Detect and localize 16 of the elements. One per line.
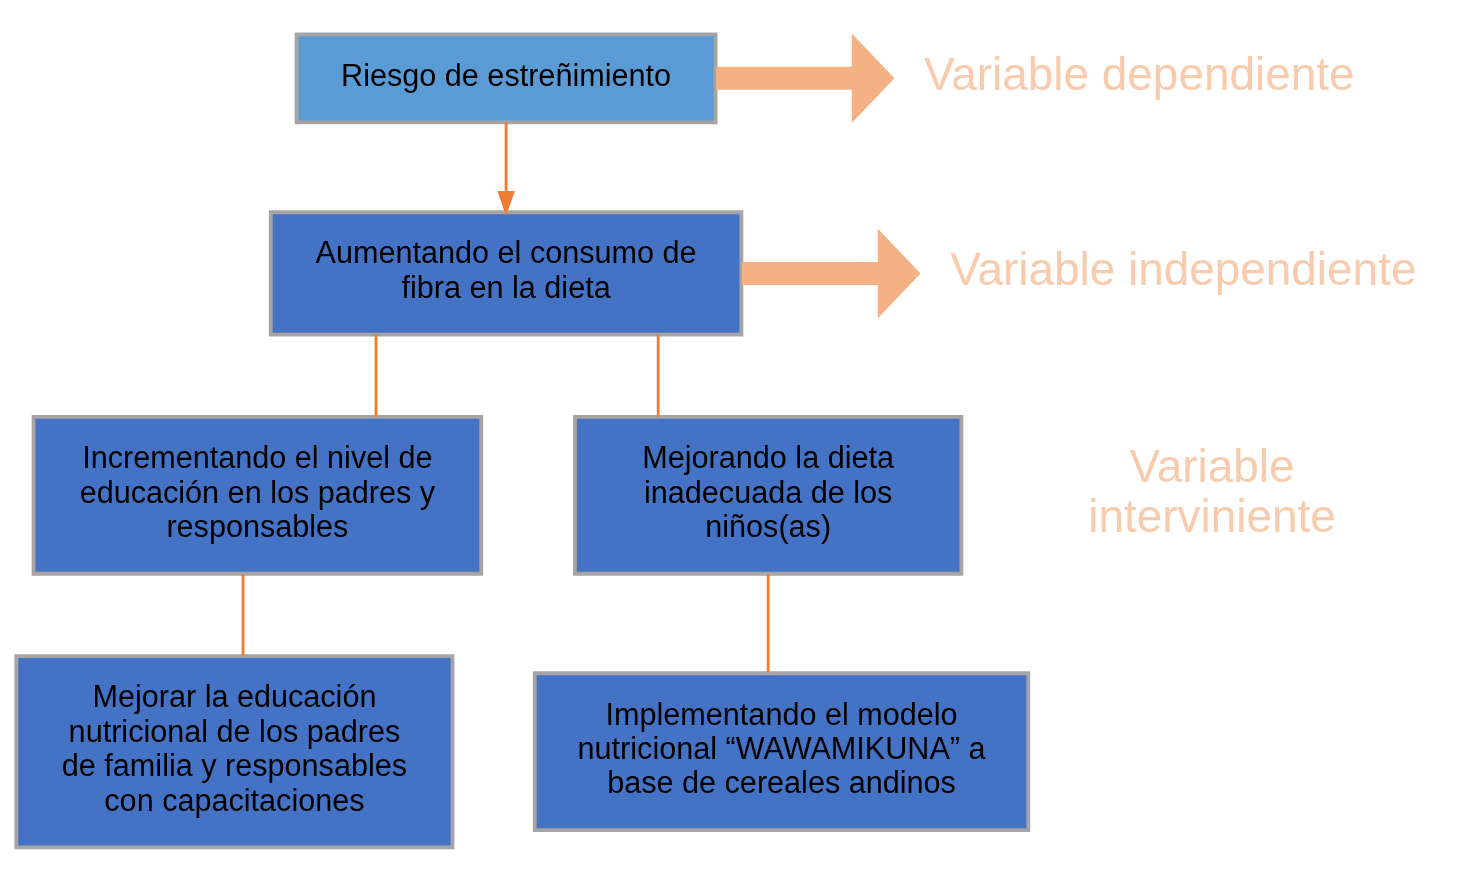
node-box: Implementando el modelo nutricional “WAWAMIKUNA” a base de cereales andinos (532, 670, 1031, 832)
node-box: Mejorando la dieta inadecuada de los niños(as) (573, 414, 964, 576)
label: Variable interviniente (1088, 439, 1336, 542)
node-box: Incrementando el nivel de educación en los padres y responsables (31, 414, 484, 576)
connector (374, 334, 378, 417)
node-text: Variable independiente (950, 242, 1417, 295)
connector (241, 573, 245, 655)
node-text: Variable dependiente (924, 47, 1355, 100)
connector (656, 334, 660, 417)
connector (766, 573, 770, 672)
arrow (742, 228, 921, 318)
node-box: Aumentando el consumo de fibra en la dieta (268, 209, 744, 337)
node-box: Riesgo de estreñimiento (294, 31, 718, 124)
arrow (497, 122, 515, 216)
arrow (716, 33, 895, 123)
node-box: Mejorar la educación nutricional de los padres de familia y responsables con capacitaciones (14, 653, 455, 849)
